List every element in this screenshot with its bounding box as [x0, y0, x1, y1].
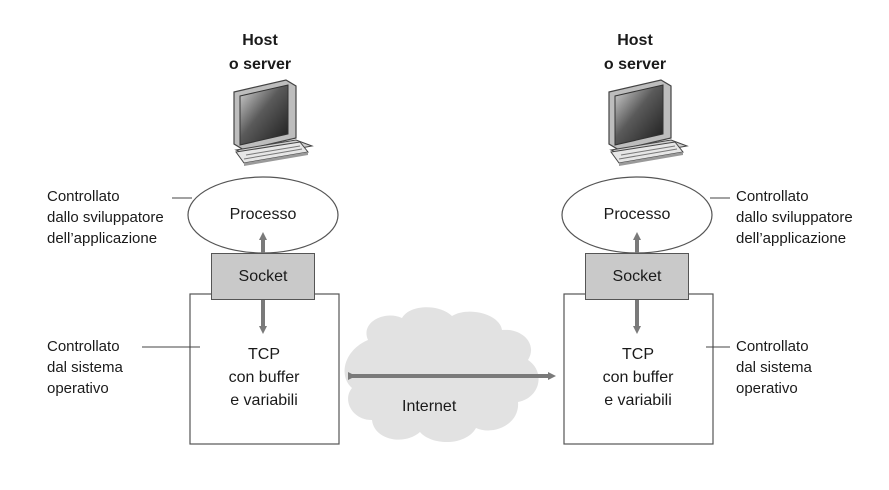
left-tcp-line1: TCP [248, 346, 280, 363]
left-os-annotation-line2: dal sistema [47, 359, 123, 376]
right-os-annotation: Controllato dal sistema operativo [736, 336, 812, 399]
left-tcp-label: TCP con buffer e variabili [189, 343, 339, 412]
right-tcp-label: TCP con buffer e variabili [563, 343, 713, 412]
right-os-annotation-line3: operativo [736, 380, 798, 397]
right-dev-annotation-line2: dallo sviluppatore [736, 209, 853, 226]
left-dev-annotation: Controllato dallo sviluppatore dell’appl… [47, 186, 164, 249]
right-dev-annotation-line1: Controllato [736, 188, 809, 205]
right-dev-annotation-line3: dell’applicazione [736, 230, 847, 247]
internet-label: Internet [402, 398, 457, 415]
right-tcp-line3: e variabili [604, 392, 672, 409]
right-host-title-line1: Host [617, 32, 653, 49]
left-socket-box: Socket [211, 253, 315, 300]
right-socket-box: Socket [585, 253, 689, 300]
left-process-label: Processo [229, 206, 297, 223]
left-dev-annotation-line1: Controllato [47, 188, 120, 205]
right-tcp-line1: TCP [622, 346, 654, 363]
left-host-title: Host o server [200, 29, 320, 77]
right-os-annotation-line2: dal sistema [736, 359, 812, 376]
left-os-annotation-line1: Controllato [47, 338, 120, 355]
right-socket-label: Socket [612, 267, 662, 285]
left-dev-annotation-line2: dallo sviluppatore [47, 209, 164, 226]
right-host-title: Host o server [575, 29, 695, 77]
left-socket-label: Socket [238, 267, 288, 285]
right-host-title-line2: o server [603, 56, 667, 73]
right-os-annotation-line1: Controllato [736, 338, 809, 355]
right-tcp-line2: con buffer [602, 369, 674, 386]
right-dev-annotation: Controllato dallo sviluppatore dell’appl… [736, 186, 853, 249]
left-computer-icon [233, 79, 314, 166]
left-os-annotation-line3: operativo [47, 380, 109, 397]
right-computer-icon [608, 79, 689, 166]
right-process-label: Processo [603, 206, 671, 223]
left-tcp-line2: con buffer [228, 369, 300, 386]
left-host-title-line1: Host [242, 32, 278, 49]
left-host-title-line2: o server [228, 56, 292, 73]
left-os-annotation: Controllato dal sistema operativo [47, 336, 123, 399]
left-dev-annotation-line3: dell’applicazione [47, 230, 158, 247]
left-tcp-line3: e variabili [230, 392, 298, 409]
